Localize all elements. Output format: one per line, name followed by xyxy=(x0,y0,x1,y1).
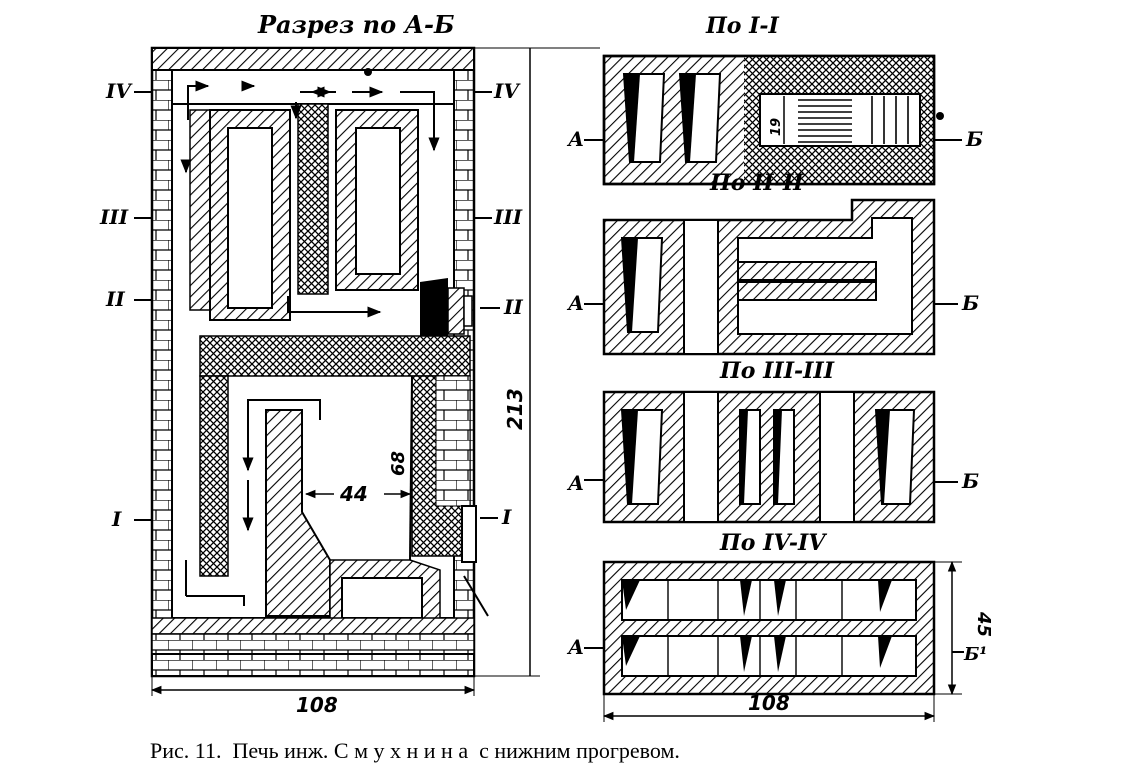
mark-iii-left: III xyxy=(99,205,129,229)
dim-68: 68 xyxy=(388,451,409,476)
sec1-title: По I-I xyxy=(705,13,780,39)
section-ii-ii: По II-II А Б xyxy=(566,170,979,356)
sec1-mark-b: Б xyxy=(965,127,983,151)
sec3-title: По III-III xyxy=(719,358,835,384)
base-band-1 xyxy=(151,617,475,635)
sec2-mark-a: А xyxy=(566,291,584,315)
mark-i-left: I xyxy=(111,507,122,531)
sec3-mark-a: А xyxy=(566,471,584,495)
left-channel-wall xyxy=(189,109,211,311)
sec3-mark-b: Б xyxy=(961,469,979,493)
sec4-title: По IV-IV xyxy=(719,530,827,556)
dim-68-group: 68 xyxy=(388,376,413,556)
mark-ii-left: II xyxy=(105,287,125,311)
section-ab: Разрез по А-Б xyxy=(99,10,600,717)
sec4-mark-a: А xyxy=(566,635,584,659)
top-cap xyxy=(151,47,475,71)
fire-door-i xyxy=(461,505,477,563)
figure-caption: Рис. 11. Печь инж. С м у х н и н а с ниж… xyxy=(150,738,680,763)
middle-flue xyxy=(297,103,329,295)
base-band-2 xyxy=(151,633,475,655)
mark-iv-right: IV xyxy=(493,79,521,103)
sec1-mark-a: А xyxy=(566,127,584,151)
dim-108-left: 108 xyxy=(296,693,338,717)
dim-44: 44 xyxy=(339,482,368,506)
gas-flow-arrows xyxy=(180,80,440,606)
section-i-i: По I-I 19 А Б xyxy=(566,13,983,186)
mid-slab xyxy=(199,335,471,377)
grate xyxy=(759,93,921,147)
dim-19: 19 xyxy=(769,118,784,136)
dim-44-group: 44 xyxy=(304,482,412,506)
mark-iv-left: IV xyxy=(105,79,133,103)
damper-handle-ii xyxy=(463,295,473,327)
sec2-mark-b: Б xyxy=(961,291,979,315)
mark-i-right: I xyxy=(501,505,512,529)
sec2-title: По II-II xyxy=(709,170,804,196)
section-ab-title: Разрез по А-Б xyxy=(257,10,454,39)
mark-ii-right: II xyxy=(503,295,523,319)
dim-213: 213 xyxy=(503,388,527,430)
section-iii-iii: По III-III А Б xyxy=(566,358,979,524)
sec4-mark-b: Б¹ xyxy=(963,644,987,665)
dim-108-plan: 108 xyxy=(748,691,790,715)
section-iv-iv: По IV-IV А 45 Б¹ 108 xyxy=(566,530,994,722)
dim-45: 45 xyxy=(973,611,994,637)
width-dimension: 108 xyxy=(150,676,476,717)
mark-iii-right: III xyxy=(493,205,523,229)
height-dimension: 213 xyxy=(474,47,600,677)
lower-left-riser xyxy=(199,375,229,577)
base-band-3 xyxy=(151,653,475,677)
